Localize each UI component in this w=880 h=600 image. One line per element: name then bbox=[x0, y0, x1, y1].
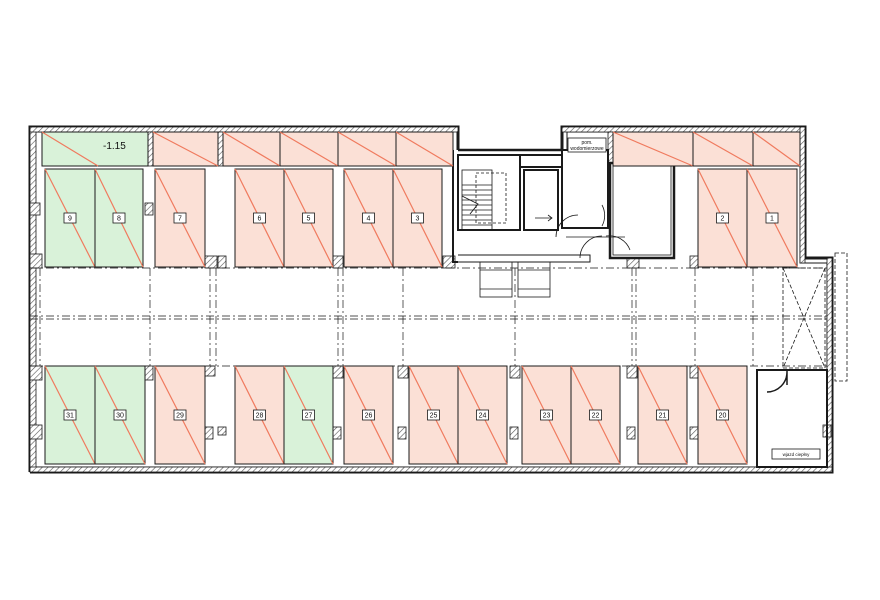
parking-spot[interactable]: 3 bbox=[392, 168, 443, 268]
spot-number-box bbox=[302, 212, 315, 224]
spot-number: 29 bbox=[176, 413, 184, 420]
parking-spot[interactable]: 4 bbox=[343, 168, 394, 268]
spot-number: 9 bbox=[68, 216, 72, 223]
spot-number-box bbox=[63, 212, 77, 224]
storage-unit[interactable] bbox=[222, 131, 281, 167]
parking-spot[interactable]: 7 bbox=[154, 168, 206, 268]
spot-number: 4 bbox=[367, 216, 371, 223]
ramp-area bbox=[756, 252, 848, 468]
spot-number: 20 bbox=[719, 413, 727, 420]
parking-spot[interactable]: 21 bbox=[637, 365, 688, 465]
ramp-exit-tag: wjazd ciepłny bbox=[771, 448, 821, 460]
aisle-lines bbox=[30, 267, 830, 367]
spot-number: 24 bbox=[479, 413, 487, 420]
storage-unit[interactable] bbox=[752, 131, 801, 167]
storage-unit-box bbox=[41, 131, 149, 167]
spot-number-box bbox=[656, 409, 669, 421]
spot-number: 3 bbox=[416, 216, 420, 223]
spot-number: 2 bbox=[721, 216, 725, 223]
spot-number: 5 bbox=[307, 216, 311, 223]
spot-number-box bbox=[716, 409, 729, 421]
spot-number: 6 bbox=[258, 216, 262, 223]
level-label: -1.15 bbox=[103, 141, 126, 152]
spot-number-box bbox=[253, 212, 266, 224]
spot-number-box bbox=[253, 409, 266, 421]
storage-unit-slash bbox=[279, 131, 339, 167]
parking-spot[interactable]: 29 bbox=[154, 365, 206, 465]
storage-unit-slash bbox=[222, 131, 281, 167]
parking-spot[interactable]: 26 bbox=[343, 365, 394, 465]
storage-unit-slash bbox=[692, 131, 754, 167]
meter-room-tag: pom. wodomierzowe bbox=[567, 137, 607, 153]
spot-number-box bbox=[362, 409, 375, 421]
storage-unit[interactable] bbox=[337, 131, 397, 167]
spot-number-box bbox=[302, 409, 315, 421]
wall-hatching bbox=[29, 126, 833, 473]
spot-number: 31 bbox=[66, 413, 74, 420]
meter-room-label-line2: wodomierzowe bbox=[570, 146, 604, 152]
spot-number: 28 bbox=[256, 413, 264, 420]
parking-spot[interactable]: 9 bbox=[44, 168, 96, 268]
parking-spot[interactable]: 28 bbox=[234, 365, 285, 465]
spot-number: 21 bbox=[659, 413, 667, 420]
spot-number: 23 bbox=[543, 413, 551, 420]
spot-number: 25 bbox=[430, 413, 438, 420]
parking-spot[interactable]: 27 bbox=[283, 365, 334, 465]
storage-unit-slash bbox=[752, 131, 801, 167]
spot-number-box bbox=[765, 212, 779, 224]
parking-spot[interactable]: 31 bbox=[44, 365, 96, 465]
parking-spot[interactable]: 23 bbox=[521, 365, 572, 465]
spot-number: 27 bbox=[305, 413, 313, 420]
storage-unit[interactable] bbox=[41, 131, 149, 167]
storage-unit-slash bbox=[152, 131, 219, 167]
spot-number-box bbox=[362, 212, 375, 224]
storage-unit[interactable] bbox=[612, 131, 694, 167]
spot-number-box bbox=[716, 212, 729, 224]
parking-spot[interactable]: 1 bbox=[746, 168, 798, 268]
spot-number: 8 bbox=[117, 216, 121, 223]
parking-spot[interactable]: 2 bbox=[697, 168, 748, 268]
parking-spot[interactable]: 22 bbox=[570, 365, 621, 465]
storage-unit[interactable] bbox=[692, 131, 754, 167]
storage-unit-slash bbox=[41, 131, 99, 167]
spot-number-box bbox=[411, 212, 424, 224]
spot-number-box bbox=[113, 409, 127, 421]
spot-number: 7 bbox=[178, 216, 182, 223]
parking-spot[interactable]: 24 bbox=[457, 365, 508, 465]
spot-number-box bbox=[63, 409, 77, 421]
meter-room-label-line1: pom. bbox=[581, 140, 592, 146]
storage-unit-slash bbox=[395, 131, 454, 167]
parking-spot[interactable]: 5 bbox=[283, 168, 334, 268]
core-area bbox=[452, 148, 676, 298]
ramp-exit-label: wjazd ciepłny bbox=[783, 452, 811, 457]
spot-number: 22 bbox=[592, 413, 600, 420]
spot-number-box bbox=[589, 409, 602, 421]
staircase bbox=[461, 169, 507, 231]
parking-spot[interactable]: 6 bbox=[234, 168, 285, 268]
spot-number: 1 bbox=[770, 216, 774, 223]
spot-number-box bbox=[173, 212, 187, 224]
spot-number: 26 bbox=[365, 413, 373, 420]
spot-number-box bbox=[173, 409, 187, 421]
spot-number-box bbox=[427, 409, 440, 421]
storage-unit[interactable] bbox=[152, 131, 219, 167]
storage-unit-slash bbox=[612, 131, 694, 167]
spot-number-box bbox=[112, 212, 126, 224]
storage-unit-slash bbox=[337, 131, 397, 167]
storage-units bbox=[41, 131, 801, 167]
parking-spot[interactable]: 25 bbox=[408, 365, 459, 465]
spot-number-box bbox=[540, 409, 553, 421]
storage-unit[interactable] bbox=[395, 131, 454, 167]
spot-number: 30 bbox=[116, 413, 124, 420]
parking-spot[interactable]: 30 bbox=[94, 365, 146, 465]
spot-number-box bbox=[476, 409, 489, 421]
parking-spot[interactable]: 20 bbox=[697, 365, 748, 465]
storage-unit[interactable] bbox=[279, 131, 339, 167]
parking-spot[interactable]: 8 bbox=[94, 168, 144, 268]
